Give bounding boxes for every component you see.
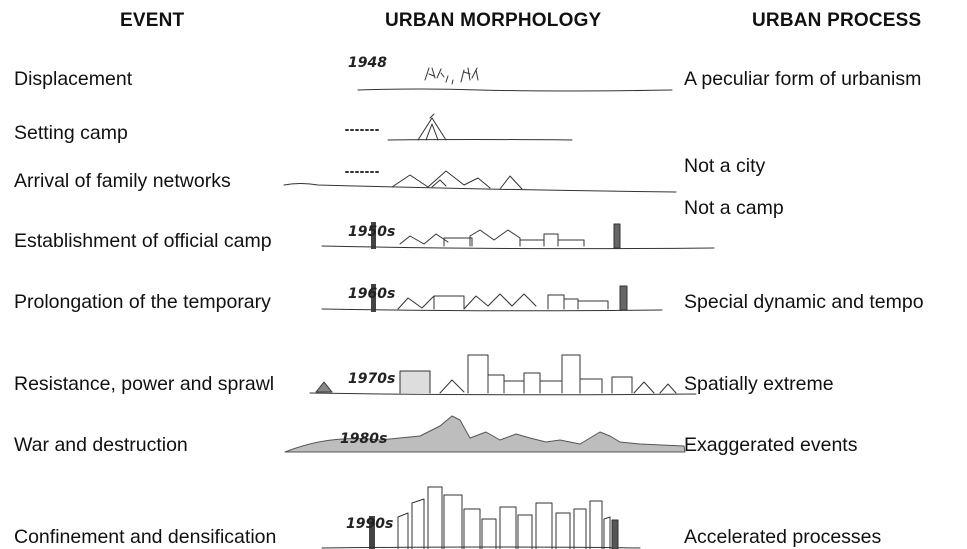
process-label-peculiar-urbanism: A peculiar form of urbanism xyxy=(684,68,922,90)
year-label-1950s: 1950s xyxy=(348,224,395,240)
process-label-accelerated: Accelerated processes xyxy=(684,526,882,548)
process-label-special-dynamic: Special dynamic and tempo xyxy=(684,291,924,313)
sketch-1980s-war: 1980s xyxy=(284,415,686,453)
sketch-1970s-resistance: 1970s xyxy=(309,354,697,396)
process-label-exaggerated-events: Exaggerated events xyxy=(684,434,858,456)
sketch-1960s-prolongation: 1960s xyxy=(321,284,663,312)
event-label-setting-camp: Setting camp xyxy=(14,122,128,144)
year-label-1980s: 1980s xyxy=(340,431,387,447)
urban-morphology-column-header: URBAN MORPHOLOGY xyxy=(385,10,602,31)
event-label-displacement: Displacement xyxy=(14,68,133,90)
process-label-not-a-camp: Not a camp xyxy=(684,197,784,219)
event-label-prolongation: Prolongation of the temporary xyxy=(14,291,271,313)
year-label-1970s: 1970s xyxy=(348,371,395,387)
sketch-1950s-official-camp: 1950s xyxy=(321,222,715,250)
urban-process-column-header: URBAN PROCESS xyxy=(752,10,922,31)
event-label-confinement: Confinement and densification xyxy=(14,526,277,548)
event-label-official-camp: Establishment of official camp xyxy=(14,230,272,252)
sketch-1990s-confinement: 1990s xyxy=(321,486,641,549)
sketch-family-networks xyxy=(283,170,677,193)
sketch-1948-displacement: 1948 xyxy=(348,55,673,92)
event-label-family-networks: Arrival of family networks xyxy=(14,170,231,192)
event-label-war: War and destruction xyxy=(14,434,188,456)
process-label-spatially-extreme: Spatially extreme xyxy=(684,373,834,395)
event-column-header: EVENT xyxy=(120,10,185,31)
event-label-resistance: Resistance, power and sprawl xyxy=(14,373,275,395)
year-label-1948: 1948 xyxy=(348,55,387,71)
process-label-not-a-city: Not a city xyxy=(684,155,766,177)
year-label-1990s: 1990s xyxy=(346,516,393,532)
sketch-setting-camp xyxy=(345,113,573,141)
year-label-1960s: 1960s xyxy=(348,286,395,302)
